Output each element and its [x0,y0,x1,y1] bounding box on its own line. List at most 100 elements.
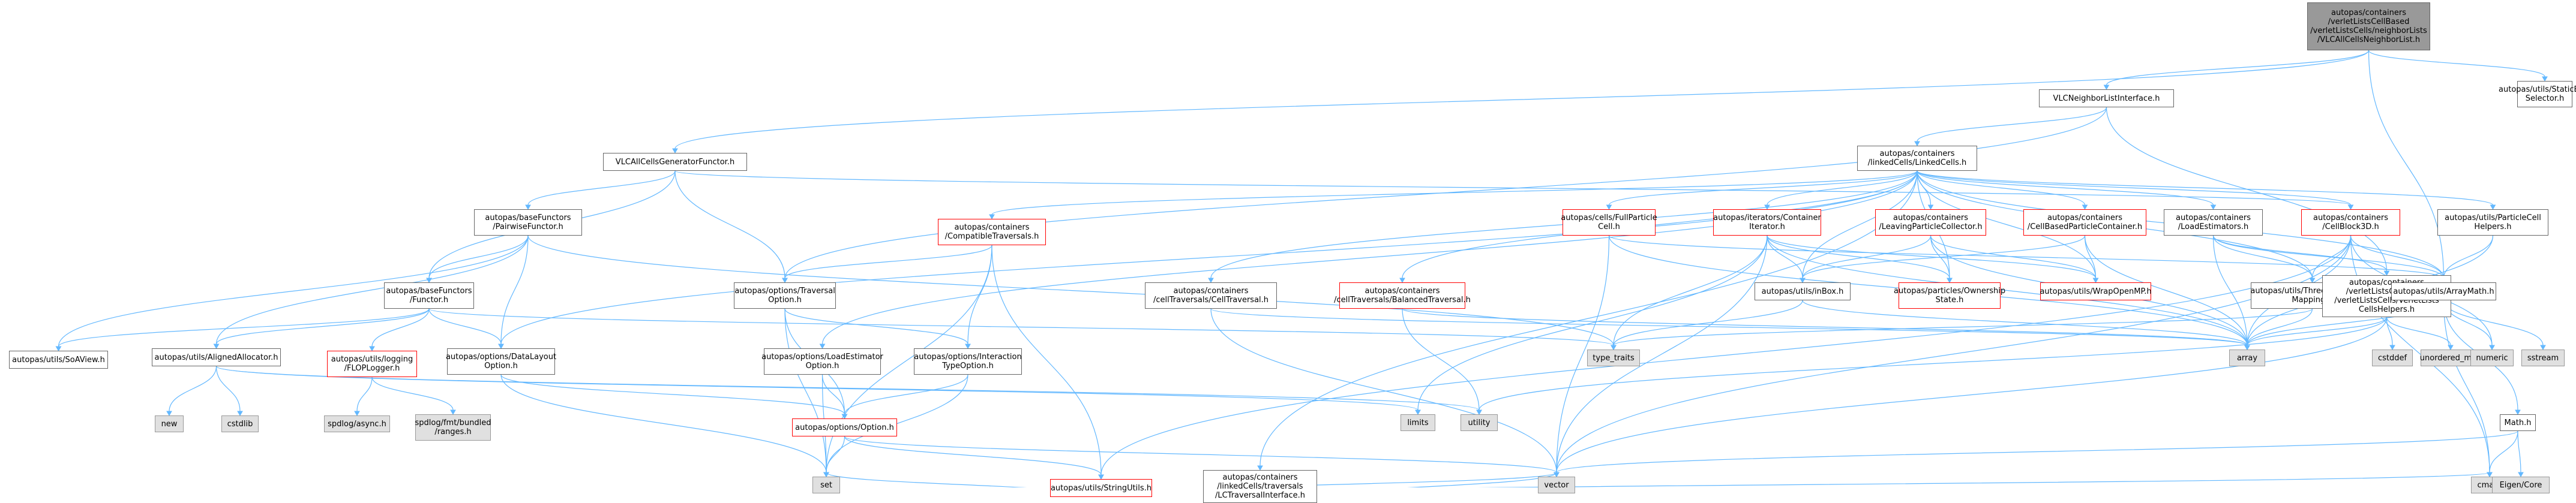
edge-arrowhead [1947,278,1953,284]
edge-option-set [826,436,845,473]
edge-vlhelpers-cstddef [2386,317,2393,346]
node-lctrav[interactable]: autopas/containers /linkedCells/traversa… [1203,470,1317,503]
node-vlcnli[interactable]: VLCNeighborListInterface.h [2039,89,2174,107]
edge-compat-traversalopt [784,245,992,279]
edge-arrowhead [498,344,504,350]
edge-arrowhead [354,411,360,417]
edge-math-cmath [2489,430,2518,473]
edge-functor-typetraits [428,308,1614,346]
node-leaving[interactable]: autopas/containers /LeavingParticleColle… [1875,209,1986,236]
node-option[interactable]: autopas/options/Option.h [792,418,897,436]
edge-arrowhead [1927,204,1934,210]
edge-linkedcells-datalayout [500,170,1918,345]
edge-arrowhead [1208,278,1214,284]
edge-contiter-array [1767,235,2248,346]
edge-loadest-array [2212,235,2248,346]
node-cstdlib[interactable]: cstdlib [221,415,259,432]
node-array[interactable]: array [2229,350,2265,366]
node-math[interactable]: Math.h [2500,414,2536,431]
edge-cellbased-array [2084,235,2248,346]
node-contiter[interactable]: autopas/iterators/Container Iterator.h [1713,209,1821,236]
node-flop[interactable]: autopas/utils/logging /FLOPLogger.h [327,351,417,377]
edge-arrowhead [2092,278,2099,284]
node-limits[interactable]: limits [1401,414,1435,431]
edge-arrowhead [2489,345,2495,351]
edge-traversalopt-set [784,308,827,473]
node-loadest[interactable]: autopas/containers /LoadEstimators.h [2164,209,2263,236]
node-cstddef[interactable]: cstddef [2372,350,2413,366]
edge-arrowhead [1098,474,1104,480]
node-interaction[interactable]: autopas/options/Interaction TypeOption.h [914,348,1022,375]
node-balanced[interactable]: autopas/containers /cellTraversals/Balan… [1334,282,1471,309]
node-pairwise[interactable]: autopas/baseFunctors /PairwiseFunctor.h [474,209,582,236]
edge-functor-softcore [58,308,430,347]
node-softcore[interactable]: autopas/utils/SoAView.h [9,351,108,369]
node-spdlogfmt[interactable]: spdlog/fmt/bundled /ranges.h [415,414,491,441]
node-utility[interactable]: utility [1461,414,1498,431]
edge-flop-spdlogfmt [371,377,454,411]
edge-arrowhead [2542,76,2548,82]
edge-leaving-wrapomp [1930,235,2097,279]
edge-root-vlcacgf [674,50,2370,149]
node-datalayout[interactable]: autopas/options/DataLayout Option.h [446,348,556,375]
edge-root-vlcnli [2106,50,2370,86]
edge-contiter-inbox [1767,235,1803,279]
node-spdlogasync[interactable]: spdlog/async.h [324,415,390,432]
edge-root-arraymath [2368,50,2445,279]
edge-aligned-cstdlib [215,366,241,412]
node-eigen[interactable]: Eigen/Core [2492,477,2550,493]
node-wrapomp[interactable]: autopas/utils/WrapOpenMP.h [2040,282,2152,300]
edge-interaction-option [844,374,968,415]
edge-pairwise-aligned [215,235,529,345]
node-typetraits[interactable]: type_traits [1587,350,1640,366]
edge-arrowhead [989,214,995,220]
edge-option-vector [844,436,1557,473]
edge-stringutils-vector [1100,472,1557,498]
node-arraymath[interactable]: autopas/utils/ArrayMath.h [2391,282,2496,300]
edge-arrowhead [2540,345,2546,351]
edge-math-eigen [2517,430,2521,473]
edge-arrowhead [55,346,62,352]
node-compat[interactable]: autopas/containers /CompatibleTraversals… [938,219,1046,245]
node-cellbased[interactable]: autopas/containers /CellBasedParticleCon… [2023,209,2146,236]
edge-cellblock-stringutils [1100,235,2352,475]
edge-arrowhead [2244,345,2250,351]
edge-arrowhead [1606,204,1612,210]
node-linkedcells[interactable]: autopas/containers /linkedCells/LinkedCe… [1857,146,1977,171]
edge-arrowhead [213,344,220,350]
edge-linkedcells-cellblock [1917,170,2352,206]
node-set[interactable]: set [812,477,840,493]
node-new[interactable]: new [155,415,184,432]
node-vector[interactable]: vector [1538,477,1575,493]
edge-arrowhead [2082,204,2088,210]
edge-vlhelpers-utility [1479,317,2388,411]
edge-interaction-set [826,374,968,473]
node-vlcacgf[interactable]: VLCAllCellsGeneratorFunctor.h [603,153,747,171]
edge-arrowhead [450,409,456,415]
node-loadestopt[interactable]: autopas/options/LoadEstimator Option.h [761,348,883,375]
node-celltrav[interactable]: autopas/containers /cellTraversals/CellT… [1145,282,1277,309]
node-numeric[interactable]: numeric [2470,350,2514,366]
edge-vlhelpers-unorderedmap [2386,317,2451,346]
edge-arrowhead [1399,278,1405,284]
edge-arrowhead [2309,278,2316,284]
edge-fullparticle-arraymath [1608,235,2445,279]
node-cellblock[interactable]: autopas/containers /CellBlock3D.h [2301,209,2400,236]
edge-threedim-typetraits [1613,308,2313,346]
node-sstream[interactable]: sstream [2521,350,2565,366]
node-ownership[interactable]: autopas/particles/Ownership State.h [1894,282,2005,309]
node-traversalopt[interactable]: autopas/options/Traversal Option.h [734,282,836,309]
dependency-edges [55,50,2548,503]
edge-contiter-typetraits [1613,235,1768,346]
node-functor[interactable]: autopas/baseFunctors /Functor.h [384,282,474,309]
node-stringutils[interactable]: autopas/utils/StringUtils.h [1050,479,1152,497]
edge-vlcnli-linkedcells [1917,107,2107,142]
edge-arrowhead [237,411,243,417]
node-aligned[interactable]: autopas/utils/AlignedAllocator.h [152,348,281,366]
node-staticbool[interactable]: autopas/utils/StaticBool Selector.h [2499,81,2576,107]
node-fullparticle[interactable]: autopas/cells/FullParticle Cell.h [1561,209,1657,236]
node-inbox[interactable]: autopas/utils/inBox.h [1755,282,1851,300]
edge-aligned-utility [215,366,1480,411]
include-dependency-graph: autopas/containers /verletListsCellBased… [9,2,2576,503]
node-pcellhelpers[interactable]: autopas/utils/ParticleCell Helpers.h [2437,209,2548,236]
